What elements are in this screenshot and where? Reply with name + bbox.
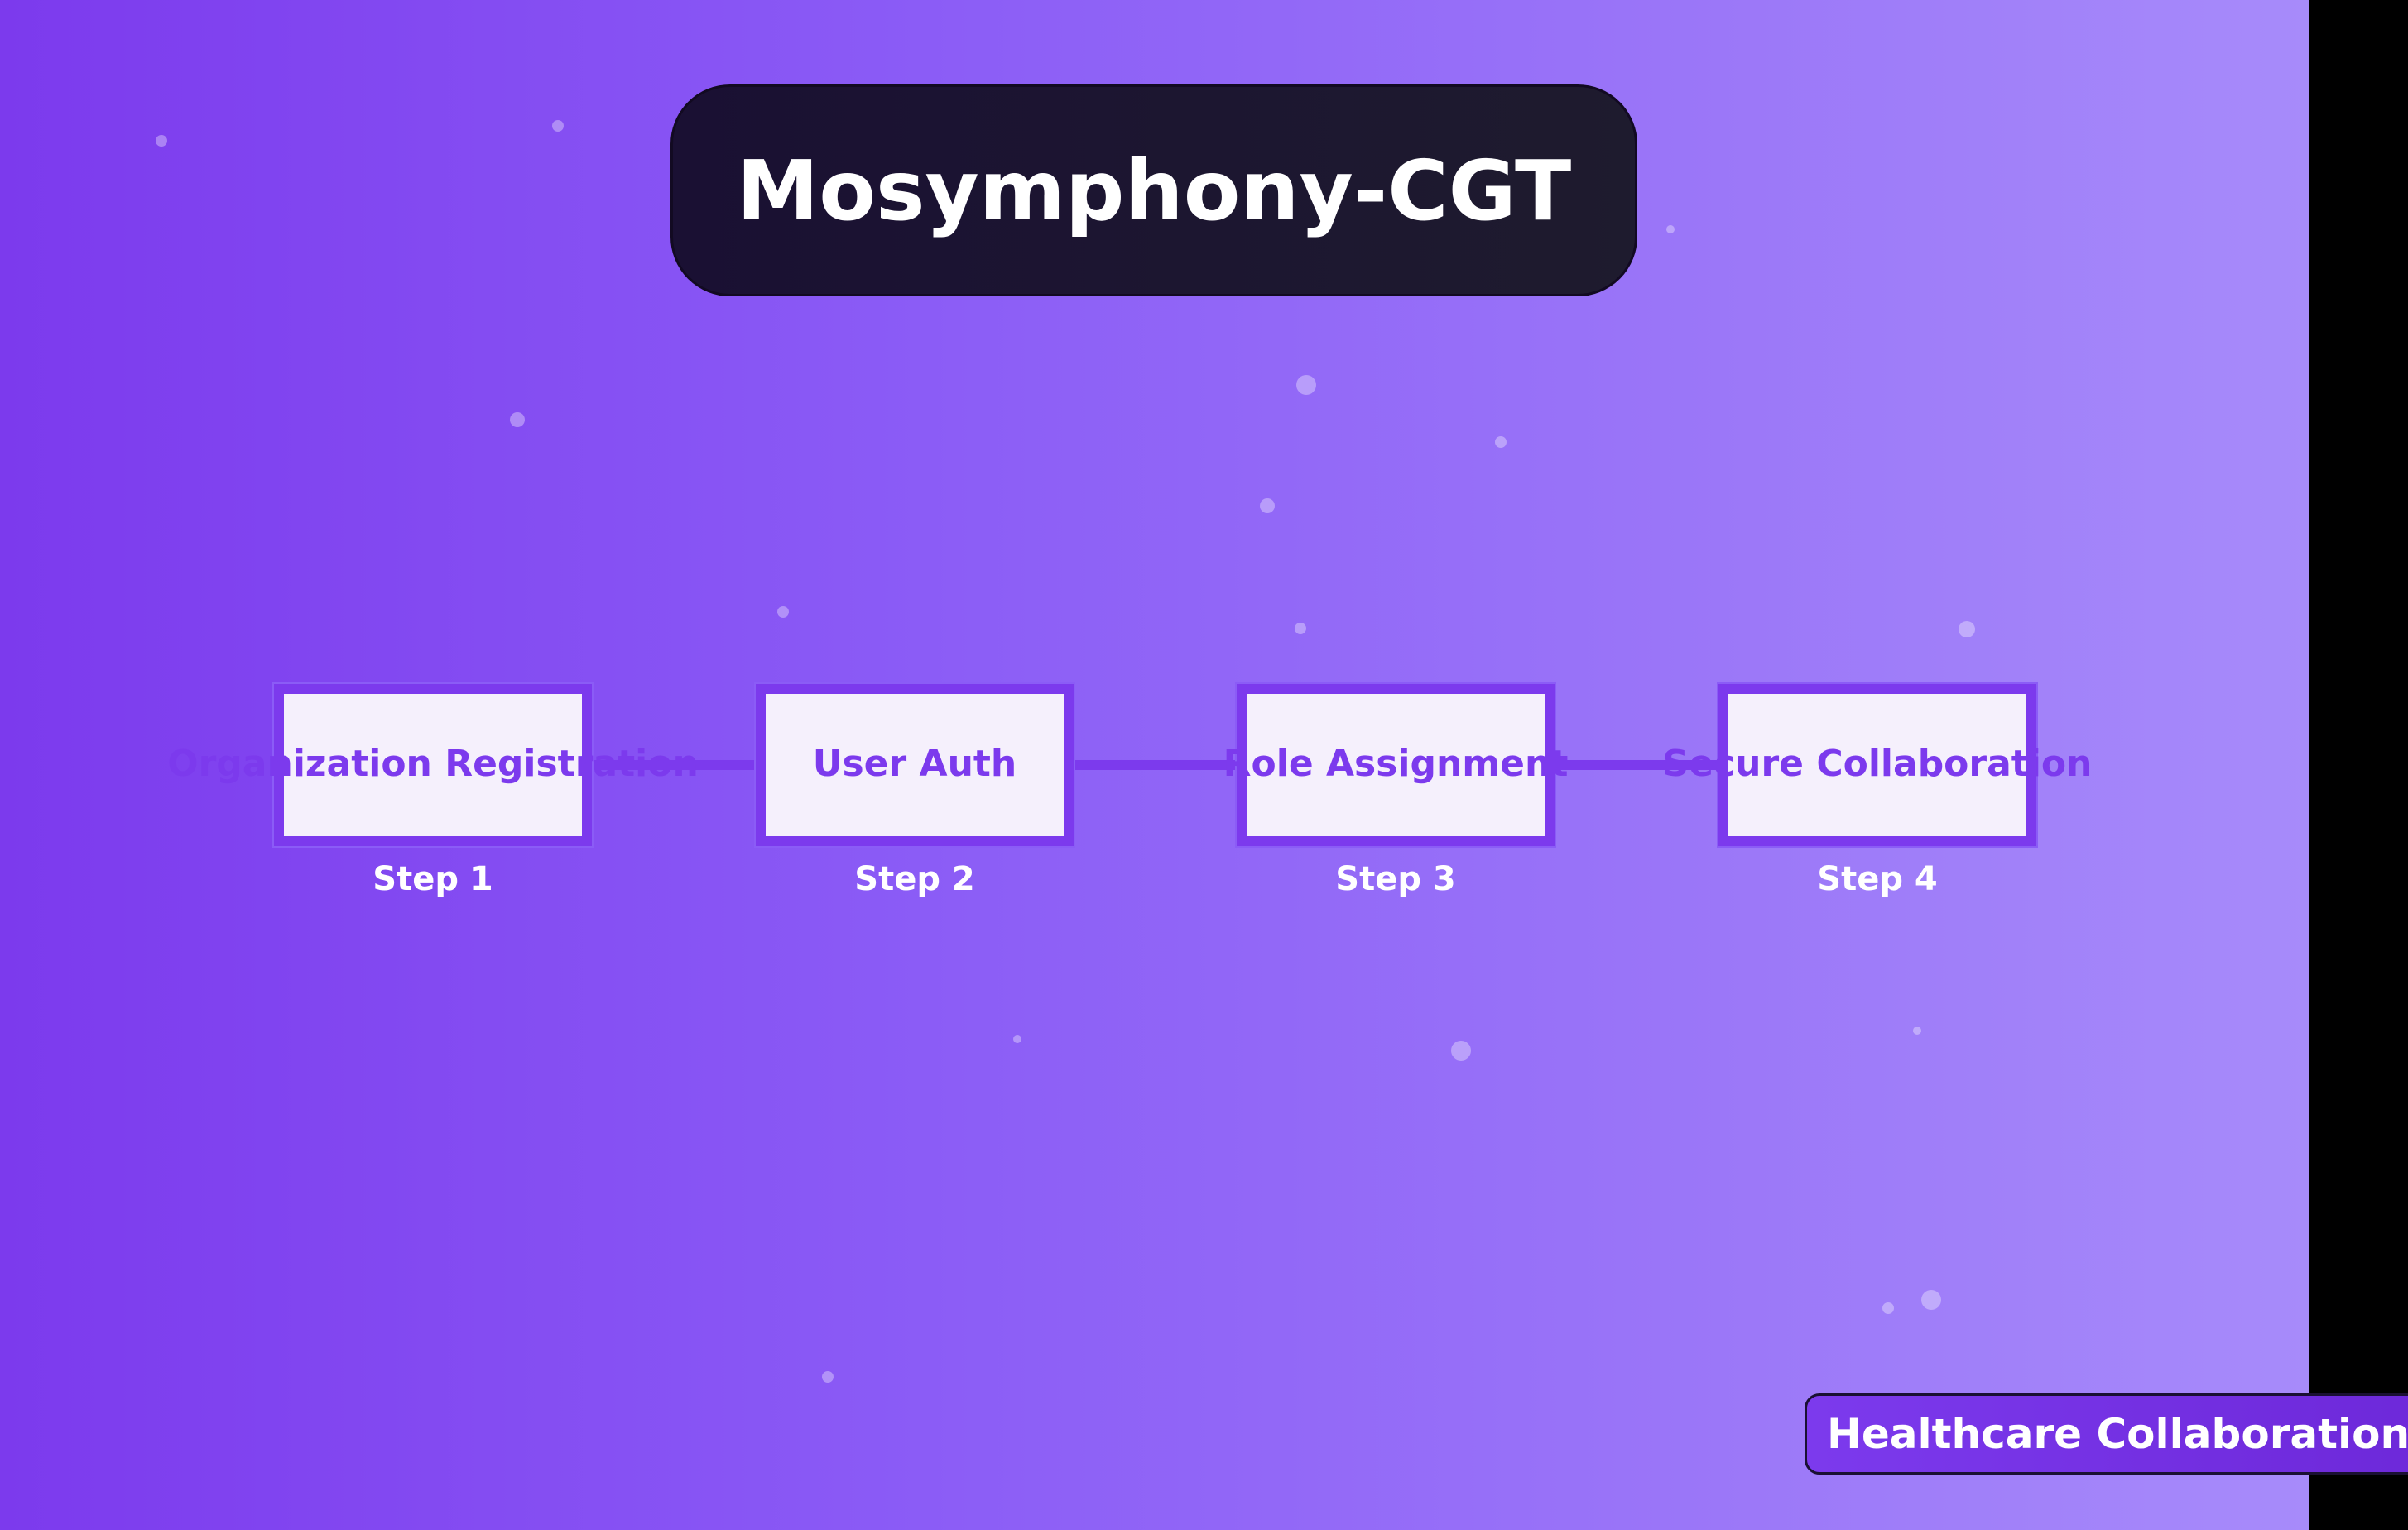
title-banner: Mosymphony-CGT	[670, 84, 1637, 296]
step-label: Role Assignment	[1223, 743, 1569, 785]
decor-dot	[1260, 498, 1275, 513]
step-number: Step 2	[854, 860, 975, 898]
step-number: Step 4	[1817, 860, 1938, 898]
connector-layer	[589, 760, 1722, 770]
decor-dot	[1451, 1041, 1471, 1061]
step-number: Step 3	[1335, 860, 1456, 898]
decor-dot	[1921, 1290, 1941, 1310]
decor-dot	[777, 606, 789, 618]
decor-dot	[1666, 225, 1675, 233]
step-label: User Auth	[812, 743, 1017, 785]
diagram-title: Mosymphony-CGT	[736, 142, 1572, 239]
decor-dot	[1495, 436, 1507, 448]
decor-dot	[1959, 621, 1975, 638]
step-box-3	[1237, 684, 1555, 846]
decor-dot	[822, 1371, 834, 1383]
decor-dot	[1296, 375, 1316, 395]
decor-dot	[1013, 1035, 1021, 1043]
step-box-1	[274, 684, 592, 846]
step-box-2	[756, 684, 1074, 846]
decor-dot	[1295, 623, 1306, 634]
step-label: Secure Collaboration	[1662, 743, 2093, 785]
step-number: Step 1	[372, 860, 493, 898]
decor-dot	[552, 120, 564, 132]
step-label: Organization Registration	[167, 743, 699, 785]
decor-dot	[1913, 1027, 1921, 1035]
category-badge: Healthcare Collaboration	[1805, 1393, 2408, 1475]
diagram-canvas: Mosymphony-CGT Organization Registration…	[0, 0, 2309, 1530]
decor-dot	[156, 135, 167, 147]
decor-dot	[510, 412, 525, 427]
step-box-4	[1718, 684, 2036, 846]
decor-dot	[1882, 1302, 1894, 1314]
